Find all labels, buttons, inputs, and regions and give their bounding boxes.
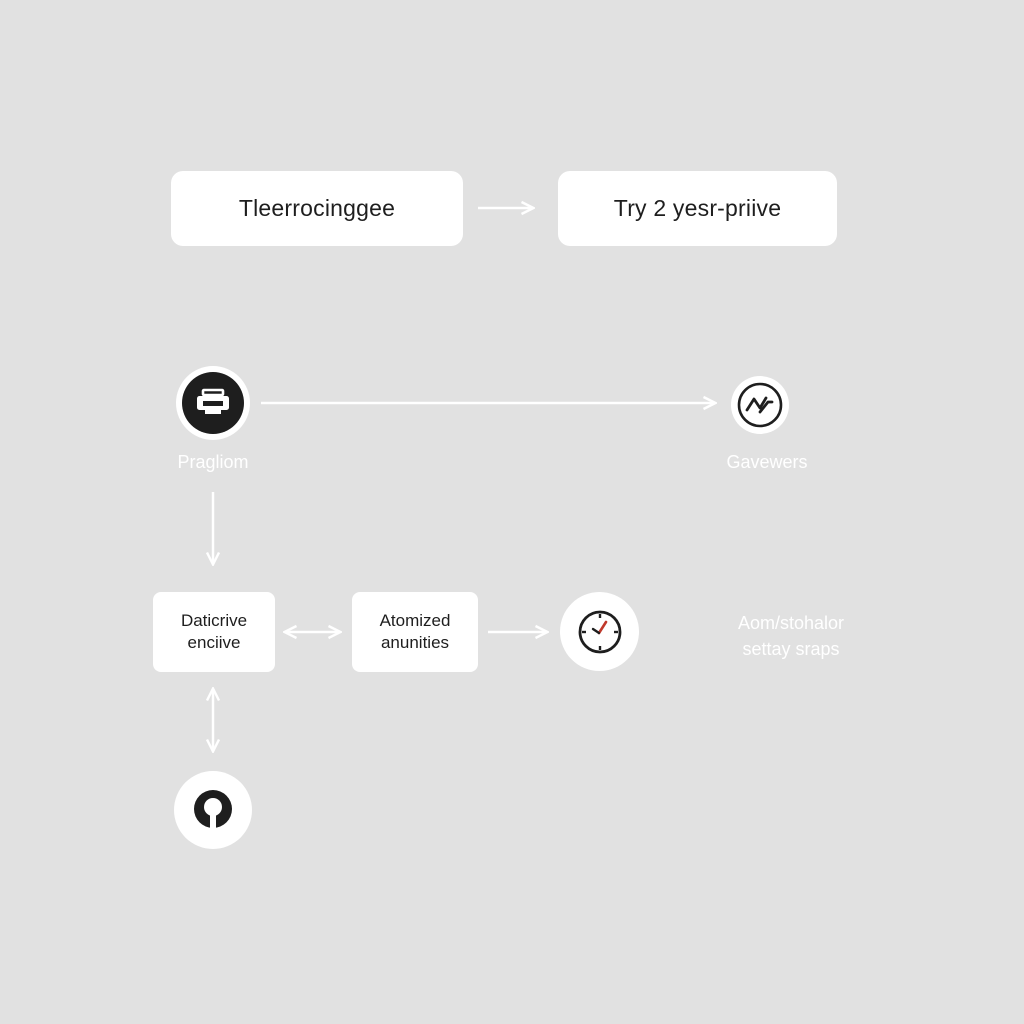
left-process-box: Daticrive enciive [153,592,275,672]
timer-node [560,592,639,671]
source-node-label: Pragliom [177,452,249,472]
top-right-box-label: Try 2 yesr-priive [613,195,782,221]
timer-icon [575,607,625,657]
side-label: Aom/stohalor settay sraps [712,610,870,662]
printer-icon [194,388,232,418]
middle-process-box: Atomized anunities [352,592,478,672]
side-label-line2: settay sraps [742,639,840,659]
left-process-box-line2: enciive [187,633,241,652]
wave-chart-icon [735,380,785,430]
source-node-inner [182,372,244,434]
middle-process-box-line2: anunities [380,633,450,652]
top-left-box: Tleerrocinggee [171,171,463,246]
top-right-box: Try 2 yesr-priive [558,171,837,246]
middle-process-box-line1: Atomized [379,611,451,630]
top-left-box-label: Tleerrocinggee [238,195,396,221]
target-node [731,376,789,434]
side-label-line1: Aom/stohalor [737,613,845,633]
left-process-box-line1: Daticrive [180,611,248,630]
bottom-node [174,771,252,849]
source-node [176,366,250,440]
keyhole-icon [190,787,236,833]
target-node-label: Gavewers [726,452,808,472]
